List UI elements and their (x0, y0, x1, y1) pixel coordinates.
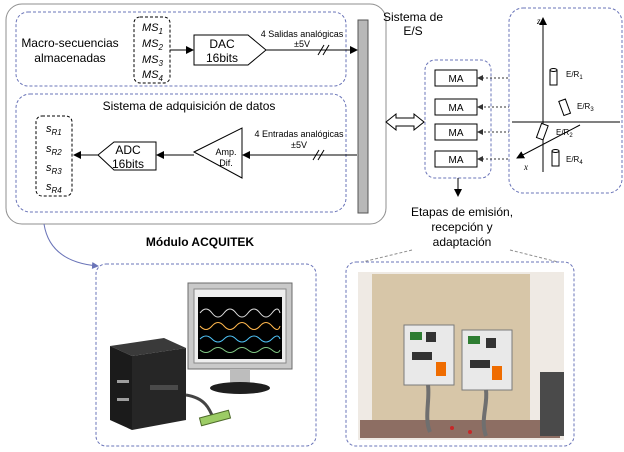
circuit-board-icon (403, 324, 513, 391)
sr-2: sR2 (46, 143, 62, 157)
dac-label: DAC (209, 37, 235, 51)
sr-3: sR3 (46, 162, 62, 176)
module-title: Módulo ACQUITEK (146, 235, 255, 249)
ma-block-3: MA (434, 123, 478, 141)
computer-icon (110, 338, 186, 430)
monitor-icon (187, 282, 293, 394)
bus-slash (317, 44, 325, 56)
macro-label-line1: Macro-secuencias (21, 36, 118, 50)
svg-text:E/R1: E/R1 (566, 70, 583, 81)
macro-label-line2: almacenadas (34, 51, 105, 65)
svg-text:MA: MA (449, 74, 464, 85)
sr-4: sR4 (46, 181, 62, 195)
ma-frame (424, 59, 492, 179)
ma-block-1: MA (434, 69, 478, 87)
svg-text:MA: MA (449, 128, 464, 139)
sensor-2: E/R2 (535, 122, 573, 141)
double-arrow-icon (385, 112, 425, 132)
amp-dif: Dif. (219, 158, 233, 168)
sensor-4: E/R4 (551, 149, 583, 167)
svg-text:E/R3: E/R3 (577, 102, 594, 113)
io-title-line1: Sistema de (383, 10, 443, 24)
stages-line1: Etapas de emisión, (411, 205, 513, 219)
module-to-photo-link (43, 223, 99, 269)
bus-slash (322, 44, 330, 56)
ms-4: MS4 (142, 69, 164, 83)
stages-to-photo-link-left (349, 249, 413, 266)
module-frame (5, 3, 387, 225)
ms-3: MS3 (142, 54, 164, 68)
ms-1: MS1 (142, 22, 163, 36)
sensor-3: E/R3 (558, 98, 594, 117)
macro-section-frame (15, 11, 347, 87)
ms-2: MS2 (142, 38, 164, 52)
adc-bits: 16bits (112, 157, 144, 171)
stages-line3: adaptación (433, 235, 492, 249)
circuit-board-photo (345, 261, 575, 447)
sr-1: sR1 (46, 123, 62, 137)
ma-block-2: MA (434, 98, 478, 116)
outputs-label: 4 Salidas analógicas (261, 29, 344, 39)
svg-text:E/R4: E/R4 (566, 155, 583, 166)
ma-block-4: MA (434, 150, 478, 168)
x-axis (516, 124, 581, 159)
svg-text:MA: MA (449, 103, 464, 114)
stages-line2: recepción y (431, 220, 492, 234)
outputs-range: ±5V (294, 39, 310, 49)
acquitek-module: Macro-secuencias almacenadas MS1 MS2 MS3… (5, 3, 387, 225)
dac-block (193, 34, 267, 66)
sensor-1: E/R1 (549, 68, 583, 86)
inputs-label: 4 Entradas analógicas (254, 129, 344, 139)
amp-label: Amp. (215, 147, 236, 157)
x-axis-label: x (523, 162, 528, 172)
inputs-range: ±5V (291, 140, 307, 150)
svg-text:E/R2: E/R2 (556, 128, 573, 139)
bus-slash (317, 149, 325, 161)
svg-text:MA: MA (449, 155, 464, 166)
sensor-geometry: z x E/R1 E/R3 E/R2 E/R4 (508, 7, 623, 194)
dac-bits: 16bits (206, 51, 238, 65)
daq-section-frame (15, 93, 347, 213)
adc-label: ADC (115, 143, 141, 157)
io-title-line2: E/S (403, 24, 422, 38)
acquitek-photo (95, 263, 317, 447)
sr-group-box (35, 115, 73, 197)
daq-title: Sistema de adquisición de datos (103, 99, 276, 113)
io-bus-bar (357, 19, 369, 214)
z-axis-label: z (536, 16, 541, 26)
bus-slash (312, 149, 320, 161)
